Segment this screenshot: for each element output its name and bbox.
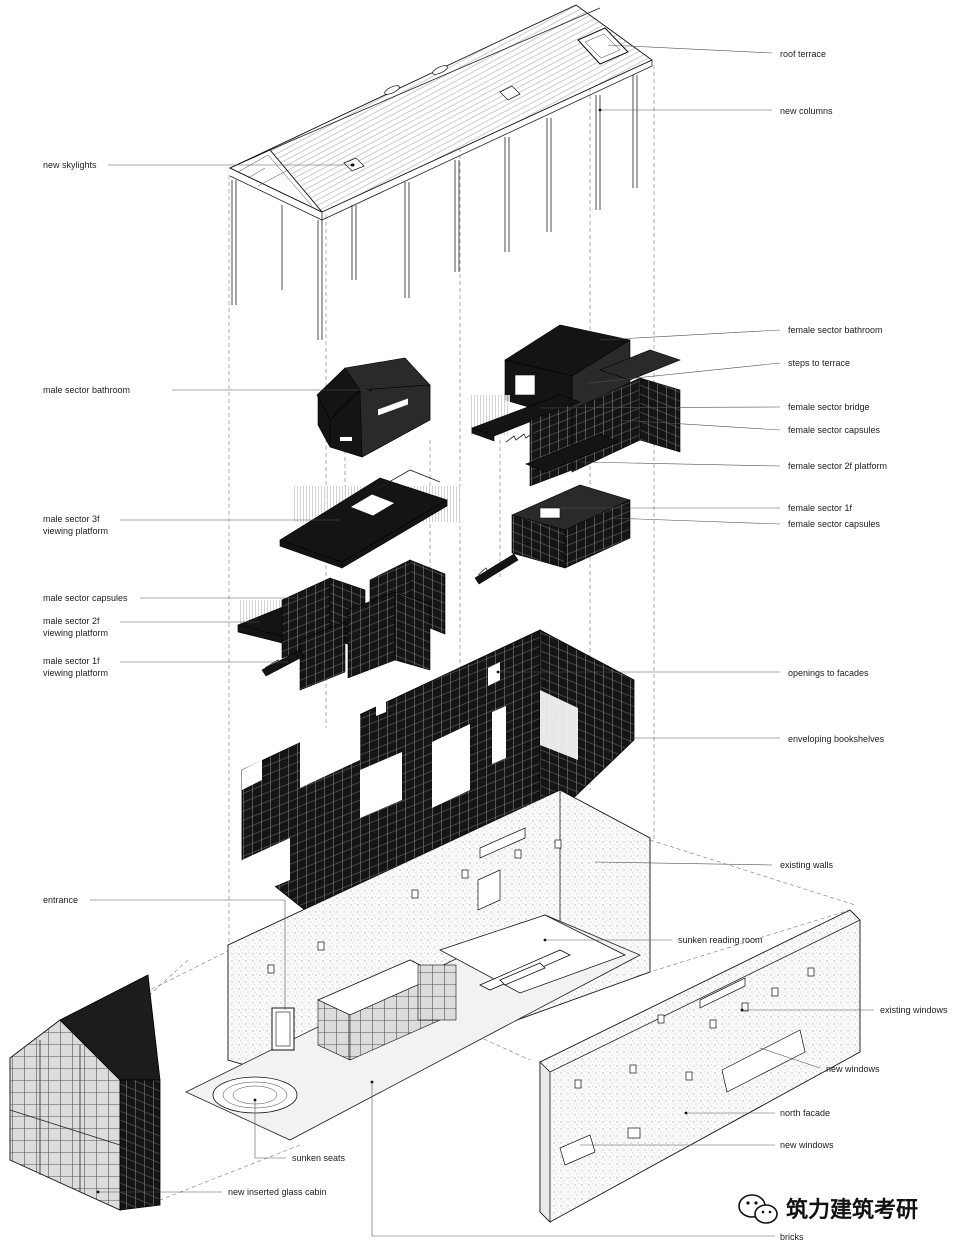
label-female-sector-capsules-upper: female sector capsules: [788, 425, 881, 435]
female-bridge: [470, 349, 681, 487]
label-roof-terrace: roof terrace: [780, 49, 826, 59]
watermark: 筑力建筑考研: [738, 1194, 918, 1224]
label-new-windows-upper: new windows: [826, 1064, 880, 1074]
labels-left: new skylights male sector bathroom male …: [43, 160, 130, 905]
label-new-columns: new columns: [780, 106, 833, 116]
label-openings-to-facades: openings to facades: [788, 668, 869, 678]
label-female-sector-bridge: female sector bridge: [788, 402, 870, 412]
label-sunken-seats: sunken seats: [292, 1153, 346, 1163]
label-bricks: bricks: [780, 1232, 804, 1242]
label-male-sector-2f-platform: viewing platform: [43, 628, 108, 638]
watermark-text: 筑力建筑考研: [786, 1197, 918, 1223]
label-female-sector-capsules-lower: female sector capsules: [788, 519, 881, 529]
label-female-sector-1f: female sector 1f: [788, 503, 853, 513]
label-new-windows-lower: new windows: [780, 1140, 834, 1150]
leader-lines: [90, 44, 874, 1237]
labels-bottom: sunken seats new inserted glass cabin br…: [228, 1153, 804, 1242]
label-new-skylights: new skylights: [43, 160, 97, 170]
label-sunken-reading-room: sunken reading room: [678, 935, 763, 945]
wechat-icon: [738, 1194, 778, 1224]
label-male-sector-3f: male sector 3f: [43, 514, 100, 524]
label-male-sector-1f-platform: viewing platform: [43, 668, 108, 678]
labels-right: roof terrace new columns female sector b…: [678, 49, 948, 1150]
label-existing-windows: existing windows: [880, 1005, 948, 1015]
label-entrance: entrance: [43, 895, 78, 905]
label-female-sector-2f-platform: female sector 2f platform: [788, 461, 887, 471]
female-1f-block: [474, 484, 631, 585]
north-facade: [539, 909, 861, 1223]
label-male-sector-1f: male sector 1f: [43, 656, 100, 666]
male-bathroom-volume: [316, 357, 431, 458]
label-male-sector-bathroom: male sector bathroom: [43, 385, 130, 395]
ground-floor: [185, 914, 641, 1141]
label-male-sector-2f: male sector 2f: [43, 616, 100, 626]
male-3f-platform: [279, 469, 462, 569]
label-steps-to-terrace: steps to terrace: [788, 358, 850, 368]
male-capsules-stack: [237, 559, 446, 691]
label-male-sector-3f-platform: viewing platform: [43, 526, 108, 536]
label-female-sector-bathroom: female sector bathroom: [788, 325, 883, 335]
new-columns: [231, 75, 638, 340]
label-enveloping-bookshelves: enveloping bookshelves: [788, 734, 885, 744]
roof-structure: [228, 4, 653, 221]
label-new-inserted-glass-cabin: new inserted glass cabin: [228, 1187, 327, 1197]
glass-cabin: [9, 974, 161, 1211]
label-male-sector-capsules: male sector capsules: [43, 593, 128, 603]
label-north-facade: north facade: [780, 1108, 830, 1118]
label-existing-walls: existing walls: [780, 860, 834, 870]
